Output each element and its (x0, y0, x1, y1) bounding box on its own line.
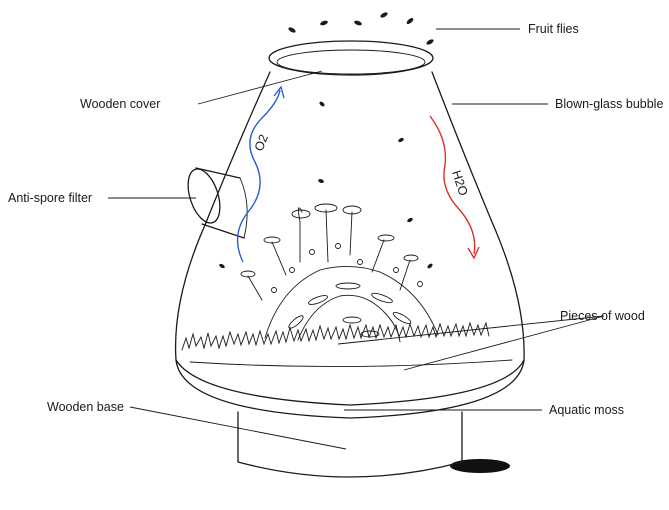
h2o-label: H2O (449, 169, 470, 198)
label-pieces-of-wood: Pieces of wood (560, 309, 645, 323)
fungi-cluster (241, 204, 423, 300)
label-wooden-base: Wooden base (47, 400, 124, 414)
label-anti-spore-filter: Anti-spore filter (8, 191, 92, 205)
label-fruit-flies: Fruit flies (528, 22, 579, 36)
label-blown-glass-bubble: Blown-glass bubble (555, 97, 663, 111)
leader-lines (108, 29, 604, 449)
label-aquatic-moss: Aquatic moss (549, 403, 624, 417)
flies-inside (219, 101, 434, 270)
pieces-of-wood-leader-2 (404, 316, 604, 370)
wooden-cover-leader (198, 71, 322, 104)
wooden-base-cylinder (238, 412, 462, 477)
h2o-arrow: H2O (430, 116, 479, 258)
o2-label: O2 (252, 132, 271, 153)
aquatic-moss-ground (182, 323, 512, 367)
wooden-cover (269, 41, 433, 75)
label-wooden-cover: Wooden cover (80, 97, 160, 111)
base-shadow (450, 459, 510, 473)
